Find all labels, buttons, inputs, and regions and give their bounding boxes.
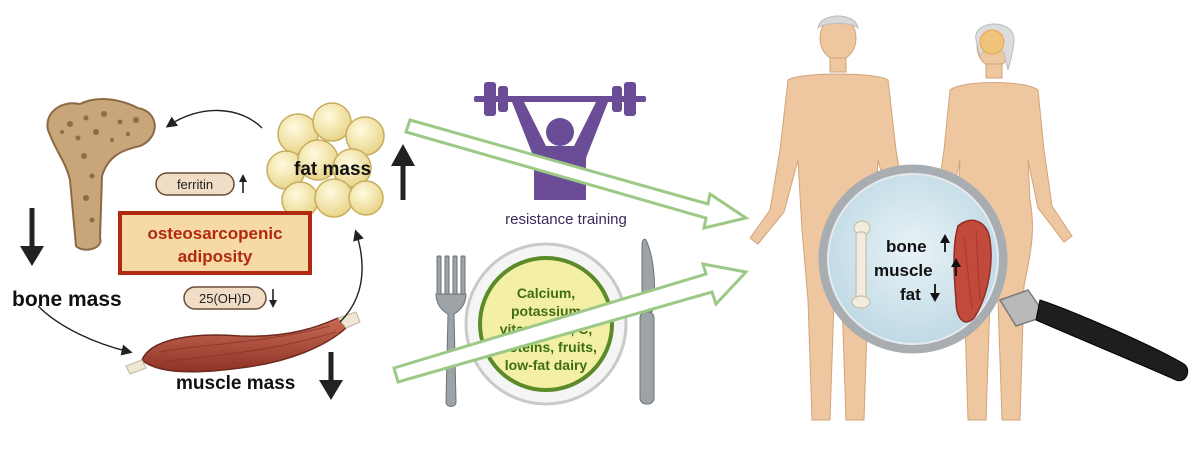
bone-decrease-arrow-icon (20, 208, 44, 266)
intervention-arrows (392, 118, 750, 384)
lens-muscle-label: muscle (874, 261, 933, 280)
ferritin-badge: ferritin (155, 172, 235, 196)
osteosarcopenic-adiposity-box: osteosarcopenic adiposity (118, 211, 312, 275)
cycle-arrows (37, 109, 364, 356)
center-title-line2: adiposity (178, 247, 253, 266)
knife-icon (639, 238, 655, 405)
ferritin-label: ferritin (177, 177, 213, 192)
muscle-mass-label: muscle mass (176, 373, 295, 394)
center-title-line1: osteosarcopenic (147, 224, 282, 243)
muscle-icon (125, 311, 361, 375)
plate-line-5: low-fat dairy (505, 357, 588, 373)
lens-muscle-up-arrow-icon (951, 258, 961, 276)
ferritin-up-arrow-icon (239, 174, 247, 193)
lens-fat-label: fat (900, 285, 921, 304)
lens-fat-down-arrow-icon (930, 284, 940, 302)
fork-icon (435, 255, 467, 407)
lens-bone-icon (851, 220, 871, 309)
magnifier-handle-icon (998, 289, 1189, 382)
lens-bone-up-arrow-icon (940, 234, 950, 252)
lens-bone-label: bone (886, 237, 927, 256)
lens-muscle-icon (953, 219, 992, 323)
femur-bone-icon (46, 98, 156, 251)
plate-line-2: potassium (511, 303, 581, 319)
fat-cells-icon (266, 102, 385, 219)
fat-mass-label: fat mass (294, 159, 371, 180)
fat-increase-arrow-icon (391, 144, 415, 200)
muscle-decrease-arrow-icon (319, 352, 343, 400)
bone-mass-label: bone mass (12, 288, 122, 311)
vitamin-d-label: 25(OH)D (199, 291, 251, 306)
vitamin-d-down-arrow-icon (269, 289, 277, 308)
vitamin-d-badge: 25(OH)D (183, 286, 267, 310)
plate-line-1: Calcium, (517, 285, 575, 301)
resistance-training-label: resistance training (505, 211, 627, 228)
